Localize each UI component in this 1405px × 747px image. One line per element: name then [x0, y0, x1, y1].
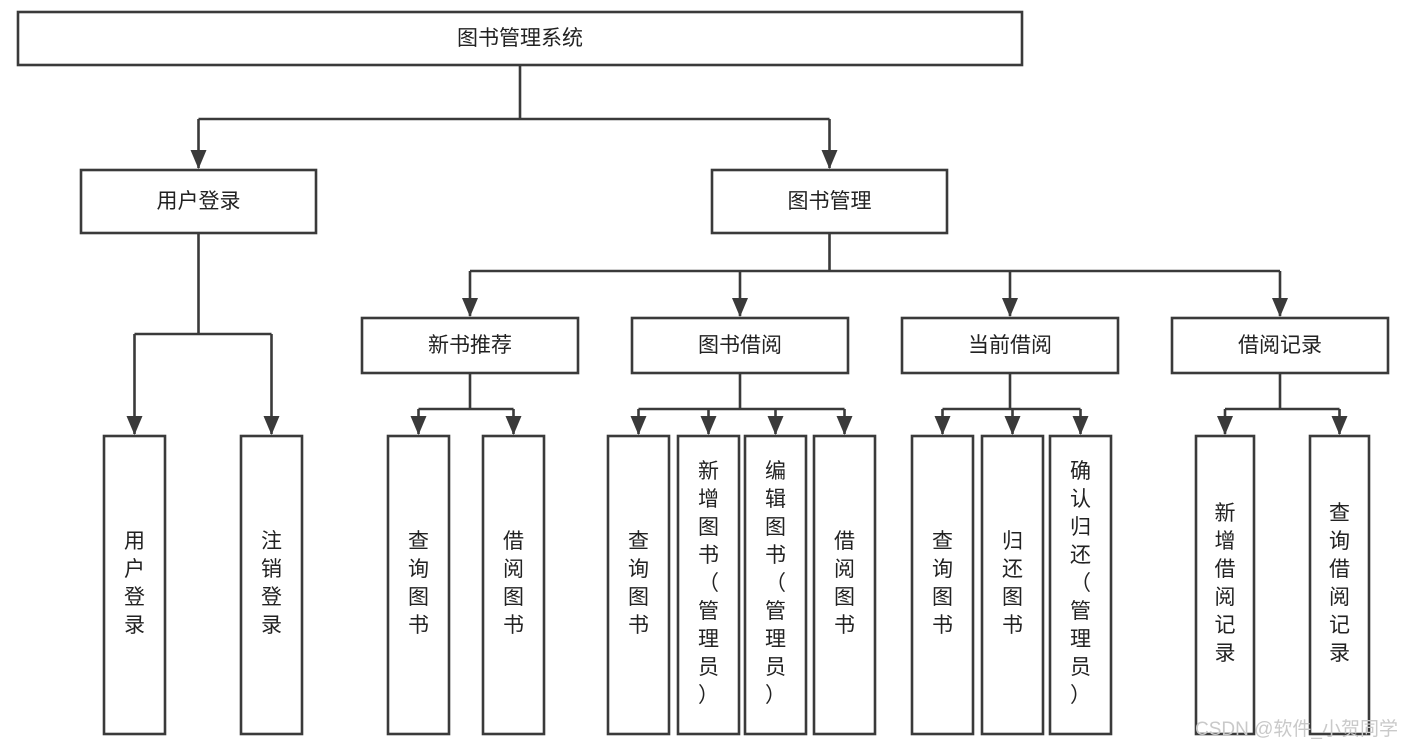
node-current-borrow-label: 当前借阅	[968, 334, 1052, 357]
node-book-manage-outline	[710, 168, 949, 235]
arrow-book-borrow-to-leaf-edit-book	[767, 416, 784, 435]
arrow-user-login-to-leaf-user-login	[126, 416, 143, 435]
node-leaf-query-book-2-label: 查询图书	[628, 530, 649, 637]
node-book-borrow-outline	[630, 316, 850, 375]
node-leaf-borrow-book-1-outline	[481, 434, 546, 736]
node-leaf-query-book-2[interactable]: 查询图书	[606, 434, 671, 736]
node-new-book-recommend-outline	[360, 316, 580, 375]
arrow-current-borrow-to-leaf-confirm-return	[1072, 416, 1089, 435]
node-leaf-edit-book-label: 编辑图书（管理员）	[765, 460, 786, 707]
node-leaf-confirm-return[interactable]: 确认归还（管理员）	[1048, 434, 1113, 736]
arrow-new-book-recommend-to-leaf-borrow-book-1	[505, 416, 522, 435]
node-leaf-query-book-3-outline	[910, 434, 975, 736]
node-current-borrow-outline	[900, 316, 1120, 375]
node-boxes-layer: 图书管理系统用户登录图书管理新书推荐图书借阅当前借阅借阅记录用户登录注销登录查询…	[16, 10, 1390, 736]
node-leaf-borrow-book-1-label: 借阅图书	[503, 530, 524, 637]
node-borrow-record[interactable]: 借阅记录	[1170, 316, 1390, 375]
node-leaf-add-book-label: 新增图书（管理员）	[698, 460, 719, 707]
node-leaf-borrow-book-2-outline	[812, 434, 877, 736]
arrow-root-to-user-login	[190, 150, 207, 169]
arrow-book-manage-to-new-book-recommend	[462, 298, 478, 317]
arrow-new-book-recommend-to-leaf-query-book-1	[410, 416, 427, 435]
node-leaf-query-book-3-label: 查询图书	[932, 530, 953, 637]
arrow-book-borrow-to-leaf-add-book	[700, 416, 717, 435]
node-leaf-query-book-3[interactable]: 查询图书	[910, 434, 975, 736]
node-leaf-query-book-1[interactable]: 查询图书	[386, 434, 451, 736]
node-book-borrow[interactable]: 图书借阅	[630, 316, 850, 375]
arrow-current-borrow-to-leaf-query-book-3	[934, 416, 951, 435]
node-new-book-recommend-label: 新书推荐	[428, 334, 512, 357]
node-borrow-record-label: 借阅记录	[1238, 334, 1322, 357]
node-leaf-user-login[interactable]: 用户登录	[102, 434, 167, 736]
node-leaf-borrow-book-1[interactable]: 借阅图书	[481, 434, 546, 736]
arrow-book-manage-to-book-borrow	[732, 298, 748, 317]
arrow-book-borrow-to-leaf-borrow-book-2	[836, 416, 853, 435]
node-leaf-query-book-1-outline	[386, 434, 451, 736]
node-leaf-return-book-outline	[980, 434, 1045, 736]
node-borrow-record-outline	[1170, 316, 1390, 375]
connector-lines-layer	[126, 65, 1348, 435]
node-leaf-return-book-label: 归还图书	[1002, 530, 1023, 637]
node-user-login-label: 用户登录	[157, 190, 241, 213]
node-leaf-query-book-2-outline	[606, 434, 671, 736]
arrow-root-to-book-manage	[821, 150, 838, 169]
node-book-borrow-label: 图书借阅	[698, 334, 782, 357]
node-leaf-user-login-label: 用户登录	[124, 530, 145, 637]
arrow-borrow-record-to-leaf-query-record	[1331, 416, 1348, 435]
node-root-label: 图书管理系统	[457, 27, 583, 50]
node-leaf-borrow-book-2[interactable]: 借阅图书	[812, 434, 877, 736]
arrow-current-borrow-to-leaf-return-book	[1004, 416, 1021, 435]
node-leaf-query-book-1-label: 查询图书	[408, 530, 429, 637]
node-leaf-query-record[interactable]: 查询借阅记录	[1308, 434, 1371, 736]
node-leaf-add-record-label: 新增借阅记录	[1215, 502, 1236, 665]
node-leaf-add-record-outline	[1194, 434, 1256, 736]
node-leaf-logout-label: 注销登录	[261, 530, 282, 637]
arrow-book-manage-to-borrow-record	[1272, 298, 1288, 317]
arrow-borrow-record-to-leaf-add-record	[1217, 416, 1233, 435]
node-leaf-return-book[interactable]: 归还图书	[980, 434, 1045, 736]
node-leaf-edit-book-outline	[743, 434, 808, 736]
watermark-label: CSDN @软件_小贺同学	[1195, 718, 1398, 740]
node-leaf-borrow-book-2-label: 借阅图书	[834, 530, 855, 637]
arrow-book-manage-to-current-borrow	[1002, 298, 1018, 317]
node-leaf-user-login-outline	[102, 434, 167, 736]
node-user-login-outline	[79, 168, 318, 235]
node-leaf-logout-outline	[239, 434, 304, 736]
node-new-book-recommend[interactable]: 新书推荐	[360, 316, 580, 375]
node-leaf-logout[interactable]: 注销登录	[239, 434, 304, 736]
node-leaf-edit-book[interactable]: 编辑图书（管理员）	[743, 434, 808, 736]
arrow-book-borrow-to-leaf-query-book-2	[630, 416, 647, 435]
node-leaf-query-record-label: 查询借阅记录	[1329, 502, 1350, 665]
node-book-manage-label: 图书管理	[788, 190, 872, 213]
arrow-user-login-to-leaf-logout	[263, 416, 280, 435]
node-leaf-query-record-outline	[1308, 434, 1371, 736]
node-leaf-add-book[interactable]: 新增图书（管理员）	[676, 434, 741, 736]
node-leaf-confirm-return-outline	[1048, 434, 1113, 736]
node-leaf-add-record[interactable]: 新增借阅记录	[1194, 434, 1256, 736]
node-current-borrow[interactable]: 当前借阅	[900, 316, 1120, 375]
node-leaf-confirm-return-label: 确认归还（管理员）	[1070, 460, 1091, 707]
node-root[interactable]: 图书管理系统	[16, 10, 1024, 67]
node-root-outline	[16, 10, 1024, 67]
node-book-manage[interactable]: 图书管理	[710, 168, 949, 235]
node-user-login[interactable]: 用户登录	[79, 168, 318, 235]
node-leaf-add-book-outline	[676, 434, 741, 736]
